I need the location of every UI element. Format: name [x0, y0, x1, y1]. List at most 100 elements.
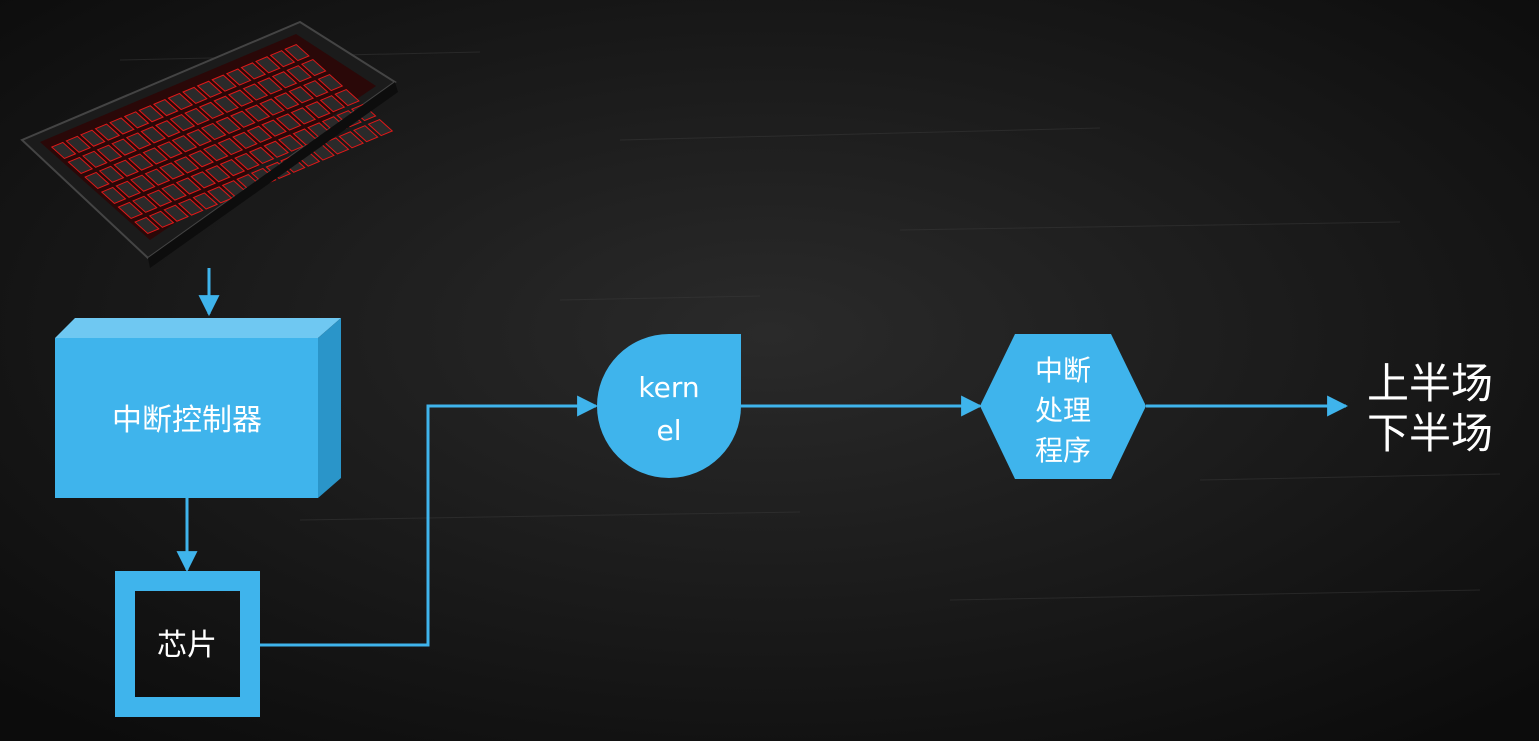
- keyboard-key: [127, 153, 154, 171]
- keyboard-key: [152, 99, 179, 117]
- keyboard-key: [157, 141, 183, 159]
- keyboard-key: [286, 65, 312, 83]
- keyboard-key: [123, 111, 150, 129]
- kernel-label-line1: kern: [638, 371, 699, 404]
- arrow-chip-to-kernel: [260, 395, 599, 647]
- keyboard-key: [117, 201, 144, 220]
- outcome-bottom-half: 下半场: [1367, 409, 1493, 458]
- keyboard-key: [100, 186, 127, 205]
- keyboard-key: [271, 71, 298, 89]
- keyboard-key: [246, 125, 273, 143]
- keyboard-key: [84, 171, 110, 190]
- keyboard-key: [257, 77, 283, 95]
- connectors: [176, 268, 1349, 647]
- keyboard-key: [132, 195, 158, 213]
- keyboard-key: [230, 110, 256, 128]
- keyboard-key: [244, 104, 271, 122]
- chip-label: 芯片: [157, 628, 217, 663]
- keyboard-key: [50, 141, 77, 160]
- keyboard-key: [232, 131, 258, 149]
- interrupt-controller-node: 中断控制器: [55, 318, 341, 498]
- keyboard-key: [305, 101, 331, 119]
- keyboard-key: [302, 80, 329, 98]
- keyboard-key: [205, 165, 231, 183]
- keyboard-key: [159, 162, 185, 180]
- keyboard-key: [259, 98, 285, 116]
- keyboard-key: [125, 132, 152, 150]
- keyboard-key: [130, 174, 156, 192]
- keyboard-key: [109, 117, 135, 135]
- keyboard-key: [175, 177, 202, 195]
- chalk-texture: [119, 51, 1501, 601]
- keyboard-key: [273, 92, 300, 110]
- interrupt-handler-node: 中断 处理 程序: [980, 334, 1146, 479]
- keyboard-key: [215, 116, 242, 134]
- keyboard-key: [196, 80, 223, 98]
- keyboard-key: [352, 125, 379, 143]
- keyboard-key: [167, 92, 194, 111]
- interrupt-controller-label: 中断控制器: [112, 403, 262, 438]
- keyboard-key: [261, 119, 287, 137]
- keyboard-key: [67, 156, 94, 175]
- keyboard-key: [219, 159, 246, 177]
- keyboard-key: [182, 86, 208, 104]
- keyboard-key: [98, 165, 125, 183]
- keyboard-key: [300, 58, 327, 77]
- keyboard-key: [173, 156, 200, 174]
- keyboard-key: [65, 135, 92, 153]
- keyboard-key: [213, 95, 239, 113]
- kernel-node: kern el: [597, 334, 741, 478]
- keyboard-key: [225, 68, 252, 86]
- keyboard-key: [367, 118, 394, 137]
- keyboard-key: [334, 88, 360, 107]
- chip-node: 芯片: [115, 571, 260, 717]
- keyboard-key: [163, 204, 189, 222]
- keyboard-key: [200, 122, 227, 141]
- keyboard-key: [94, 123, 121, 141]
- keyboard-key: [169, 114, 196, 132]
- keyboard-key: [188, 150, 214, 168]
- keyboard-key: [148, 210, 175, 228]
- keyboard-key: [269, 50, 296, 68]
- keyboard-key: [234, 152, 260, 171]
- keyboard-key: [155, 120, 181, 138]
- keyboard-key: [255, 56, 281, 74]
- keyboard-key: [242, 83, 269, 101]
- keyboard-key: [171, 135, 198, 153]
- keyboard-key: [317, 73, 344, 92]
- keyboard-key: [192, 192, 219, 210]
- keyboard-key: [144, 168, 171, 186]
- outcome-text: 上半场 下半场: [1367, 359, 1493, 458]
- keyboard-key: [134, 216, 160, 235]
- keyboard-key: [227, 89, 254, 107]
- kernel-label-line2: el: [656, 414, 681, 447]
- keyboard-key: [284, 43, 310, 62]
- keyboard-key: [96, 144, 123, 162]
- outcome-top-half: 上半场: [1367, 359, 1493, 408]
- keyboard-key: [290, 107, 317, 125]
- keyboard-key: [202, 144, 229, 162]
- interrupt-handler-label-line3: 程序: [1035, 434, 1091, 467]
- keyboard-key: [138, 105, 164, 123]
- keyboard-key: [319, 95, 346, 113]
- keyboard-key: [142, 147, 169, 165]
- keyboard-key: [146, 189, 173, 207]
- keyboard-key: [113, 159, 139, 177]
- keyboard-icon: [20, 20, 398, 268]
- keyboard-key: [207, 186, 233, 204]
- keyboard-key: [263, 140, 289, 158]
- keyboard-key: [177, 198, 204, 216]
- keyboard-key: [161, 183, 187, 201]
- keyboard-key: [184, 107, 210, 126]
- keyboard-key: [248, 146, 275, 164]
- keyboard-key: [190, 171, 217, 189]
- keyboard-key: [275, 113, 302, 131]
- interrupt-handler-label-line1: 中断: [1035, 354, 1091, 387]
- keyboard-key: [115, 180, 142, 198]
- keyboard-key: [82, 150, 108, 168]
- interrupt-handler-label-line2: 处理: [1035, 394, 1091, 427]
- keyboard-key: [140, 126, 167, 144]
- keyboard-key: [186, 129, 212, 147]
